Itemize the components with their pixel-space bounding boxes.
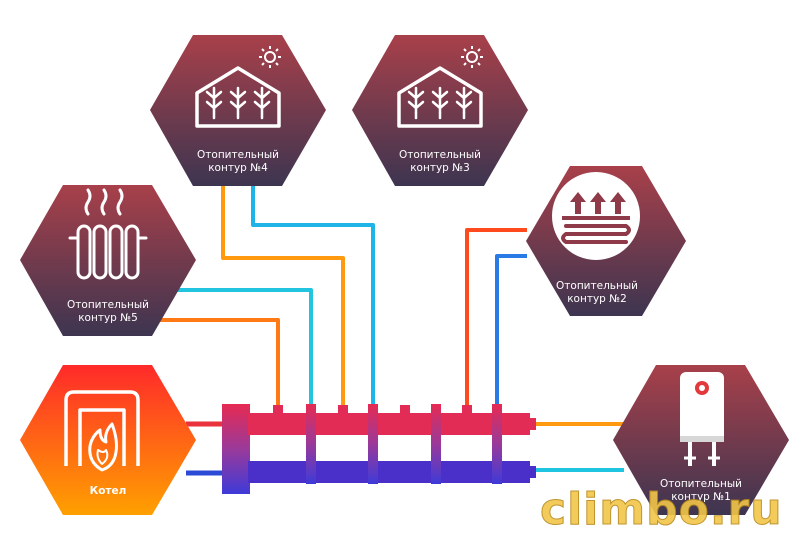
water-heater-icon bbox=[680, 372, 724, 466]
sun-icon bbox=[259, 46, 281, 68]
node-circuit5 bbox=[20, 185, 196, 336]
fire-icon bbox=[64, 390, 140, 472]
manifold-right-cap-bottom bbox=[526, 466, 536, 478]
pipe-circuit5-supply bbox=[158, 318, 280, 412]
greenhouse-icon bbox=[195, 66, 281, 128]
node-circuit3 bbox=[352, 35, 528, 186]
hydraulic-manifold bbox=[222, 404, 536, 494]
pipe-circuit2-supply bbox=[465, 228, 527, 412]
manifold-return-bar bbox=[248, 461, 530, 483]
manifold-left-end bbox=[222, 404, 250, 494]
circuit1-label: Отопительный контур №1 bbox=[660, 478, 742, 503]
boiler-label: Котел bbox=[89, 485, 127, 497]
manifold-supply-bar bbox=[248, 413, 530, 435]
pipes bbox=[158, 186, 624, 476]
pipe-circuit5-return bbox=[160, 288, 313, 412]
pipe-circuit4-return bbox=[251, 186, 375, 412]
node-circuit1 bbox=[613, 365, 789, 515]
node-circuit2 bbox=[526, 166, 686, 316]
greenhouse-icon bbox=[397, 66, 483, 128]
watermark: climbo.ru bbox=[540, 484, 783, 536]
circuit4-label: Отопительный контур №4 bbox=[197, 149, 279, 174]
manifold-right-cap-top bbox=[526, 418, 536, 430]
sun-icon bbox=[461, 46, 483, 68]
pipe-circuit2-return bbox=[495, 254, 527, 412]
underfloor-heating-icon bbox=[552, 172, 640, 260]
node-circuit4 bbox=[150, 35, 326, 186]
circuit3-label: Отопительный контур №3 bbox=[399, 149, 481, 174]
node-boiler bbox=[20, 365, 196, 515]
pipe-circuit4-supply bbox=[221, 186, 345, 412]
radiator-icon bbox=[68, 188, 148, 280]
circuit5-label: Отопительный контур №5 bbox=[67, 299, 149, 324]
circuit2-label: Отопительный контур №2 bbox=[556, 280, 638, 305]
